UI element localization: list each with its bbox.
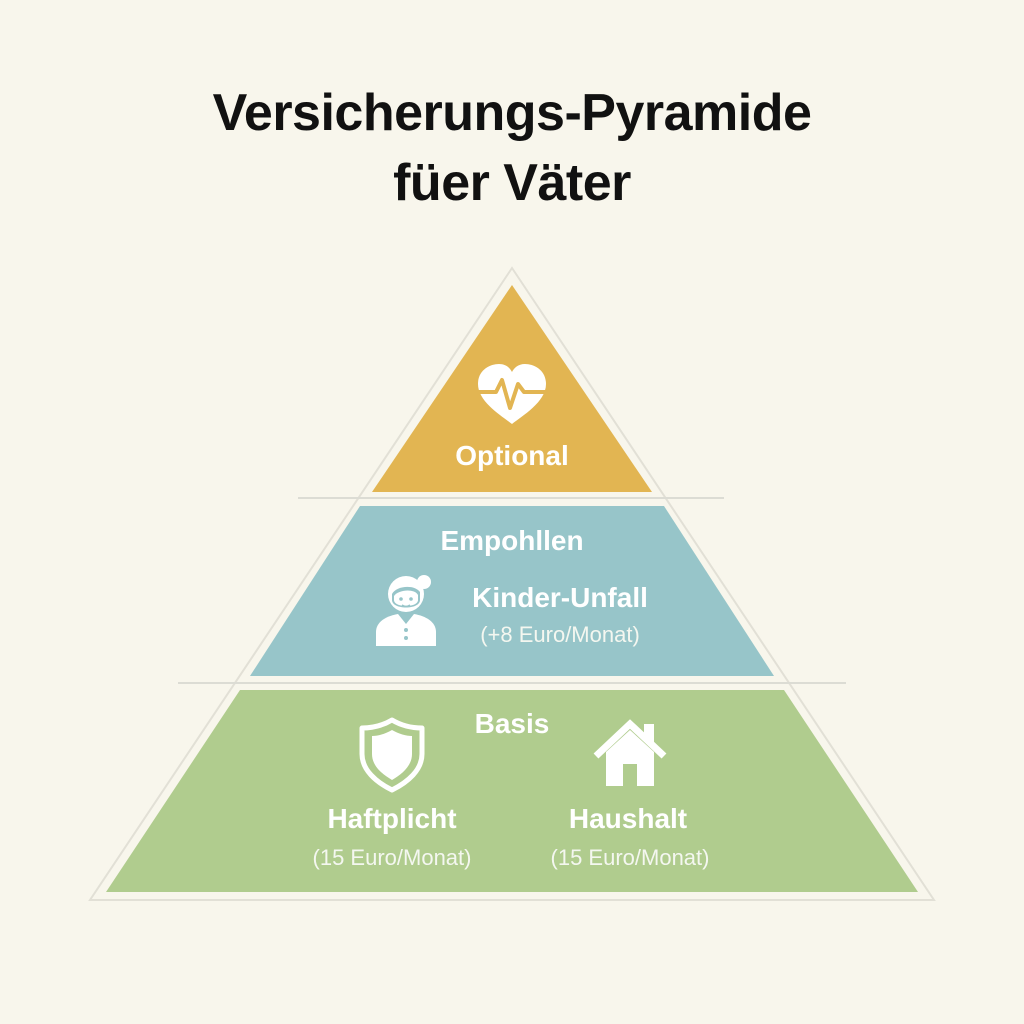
shield-icon	[359, 717, 425, 793]
tier-optional-label: Optional	[455, 440, 569, 471]
kinder-unfall-name: Kinder-Unfall	[472, 582, 648, 613]
tier-basis	[106, 690, 918, 892]
page-title-line-1: Versicherungs-Pyramide	[212, 84, 812, 142]
haushalt-price: (15 Euro/Monat)	[550, 845, 710, 870]
heart-pulse-icon	[476, 364, 548, 424]
child-icon	[376, 575, 436, 646]
tier-basis-label: Basis	[474, 708, 550, 739]
pyramid-outline	[88, 266, 936, 901]
tier-recommended-label: Empohllen	[440, 525, 584, 556]
haushalt-name: Haushalt	[568, 803, 688, 834]
kinder-unfall-price: (+8 Euro/Monat)	[480, 622, 640, 647]
haftplicht-price: (15 Euro/Monat)	[312, 845, 472, 870]
page-title-line-2: füer Väter	[393, 154, 631, 212]
haftplicht-name: Haftplicht	[327, 803, 457, 834]
house-icon	[593, 719, 667, 786]
